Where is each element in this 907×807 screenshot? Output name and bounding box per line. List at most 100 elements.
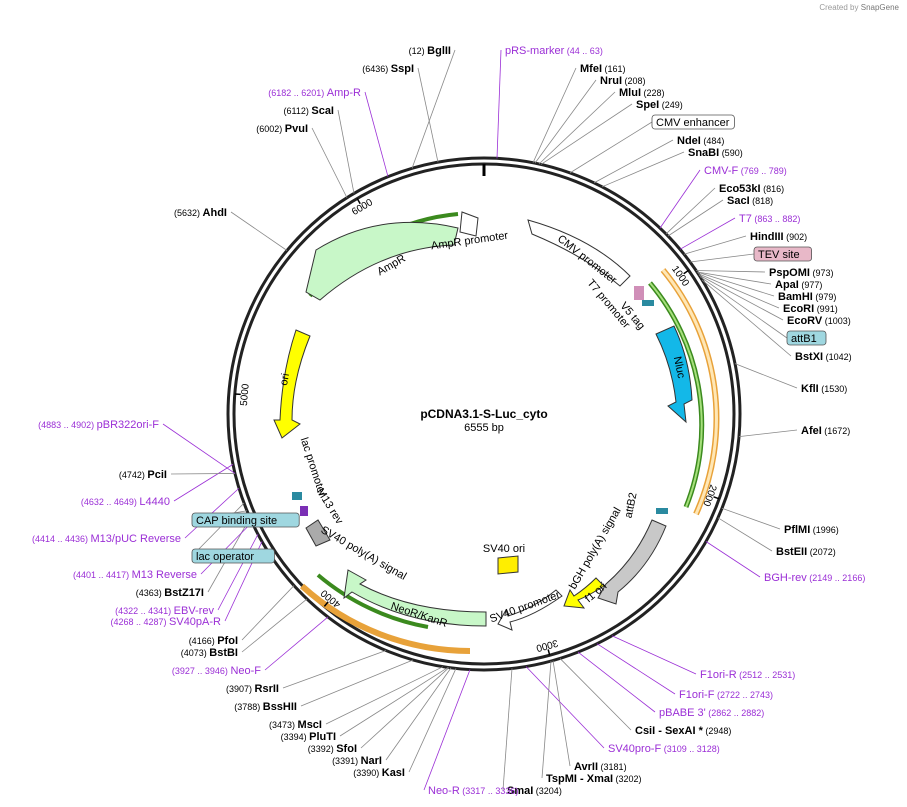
sv40-promoter-arrow[interactable] <box>497 589 563 631</box>
leader-line <box>217 534 259 611</box>
primer-label[interactable]: F1ori-F (2722 .. 2743) <box>679 689 773 701</box>
feature-box-label[interactable]: CAP binding site <box>196 515 277 527</box>
primer-label[interactable]: CMV-F (769 .. 789) <box>704 165 787 177</box>
sv40-polya-box[interactable] <box>305 519 331 547</box>
enzyme-site-label[interactable]: SmaI (3204) <box>507 785 562 797</box>
primer-label[interactable]: F1ori-R (2512 .. 2531) <box>700 669 795 681</box>
primer-label[interactable]: (4322 .. 4341) EBV-rev <box>115 605 214 617</box>
leader-line <box>423 669 471 791</box>
leader-line <box>264 616 329 671</box>
nluc-orange-track-inner <box>661 269 718 515</box>
plasmid-name: pCDNA3.1-S-Luc_cyto <box>420 407 547 421</box>
enzyme-site-label[interactable]: BstEII (2072) <box>776 546 836 558</box>
bgh-polya-box[interactable] <box>597 519 667 605</box>
sv40-ori-box[interactable] <box>497 555 519 575</box>
enzyme-site-label[interactable]: BamHI (979) <box>778 291 836 303</box>
enzyme-site-label[interactable]: AfeI (1672) <box>801 425 850 437</box>
enzyme-site-label[interactable]: AvrII (3181) <box>574 761 627 773</box>
leader-line <box>408 668 457 773</box>
enzyme-site-label[interactable]: (6002) PvuI <box>256 123 308 135</box>
leader-line <box>534 79 597 164</box>
enzyme-site-label[interactable]: (5632) AhdI <box>174 207 227 219</box>
lac-operator-mark <box>292 492 302 500</box>
leader-line <box>593 139 674 184</box>
cmv-promoter-arrow[interactable] <box>527 219 631 287</box>
feature-label-attb2: attB2 <box>623 492 640 520</box>
ampr-promoter-arrow[interactable] <box>459 211 479 237</box>
feature-box-label[interactable]: lac operator <box>196 551 254 563</box>
leader-line <box>577 651 656 713</box>
enzyme-site-label[interactable]: (4742) PciI <box>119 469 167 481</box>
leader-line <box>538 91 616 165</box>
enzyme-site-label[interactable]: (4166) PfoI <box>189 635 238 647</box>
enzyme-site-label[interactable]: (3392) SfoI <box>308 743 357 755</box>
primer-label[interactable]: BGH-rev (2149 .. 2166) <box>764 572 865 584</box>
ori-arrow[interactable] <box>273 329 311 439</box>
enzyme-site-label[interactable]: (4073) BstBI <box>181 647 238 659</box>
neo-orange-track <box>299 583 471 654</box>
enzyme-site-label[interactable]: (3394) PluTI <box>281 731 336 743</box>
leader-line <box>738 429 798 438</box>
primer-label[interactable]: pRS-marker (44 .. 63) <box>505 45 603 57</box>
enzyme-site-label[interactable]: (6436) SspI <box>362 63 414 75</box>
leader-line <box>339 667 449 737</box>
nluc-arrow[interactable] <box>655 325 693 424</box>
primer-label[interactable]: (4401 .. 4417) M13 Reverse <box>73 569 197 581</box>
enzyme-site-label[interactable]: BstXI (1042) <box>795 351 852 363</box>
primer-label[interactable]: (3927 .. 3946) Neo-F <box>172 665 261 677</box>
leader-line <box>282 650 387 689</box>
enzyme-site-label[interactable]: NdeI (484) <box>677 135 724 147</box>
primer-label[interactable]: (6182 .. 6201) Amp-R <box>268 87 361 99</box>
primer-label[interactable]: (4268 .. 4287) SV40pA-R <box>110 616 221 628</box>
feature-label-lac-promoter: lac promoter <box>298 436 328 498</box>
enzyme-site-label[interactable]: KflI (1530) <box>801 383 847 395</box>
enzyme-site-label[interactable]: (3907) RsrII <box>226 683 279 695</box>
primer-label[interactable]: Neo-R (3317 .. 3336) <box>428 785 518 797</box>
leader-line <box>200 521 253 575</box>
leader-line <box>696 271 772 285</box>
enzyme-site-label[interactable]: Eco53kI (816) <box>719 183 784 195</box>
leader-line <box>411 49 456 169</box>
feature-box-label[interactable]: TEV site <box>758 249 800 261</box>
primer-label[interactable]: (4414 .. 4436) M13/pUC Reverse <box>32 533 181 545</box>
enzyme-site-label[interactable]: HindIII (902) <box>750 231 807 243</box>
primer-label[interactable]: T7 (863 .. 882) <box>739 213 800 225</box>
feature-box-label[interactable]: CMV enhancer <box>656 117 730 129</box>
f1-ori-arrow[interactable] <box>563 577 605 609</box>
neor-arrow[interactable] <box>343 569 487 627</box>
leader-line <box>569 121 653 174</box>
leader-line <box>496 49 502 159</box>
enzyme-site-label[interactable]: (12) BglII <box>409 45 451 57</box>
enzyme-site-label[interactable]: NruI (208) <box>600 75 646 87</box>
attb2-mark <box>656 508 668 514</box>
leader-line <box>717 517 773 552</box>
enzyme-site-label[interactable]: (4363) BstZ17I <box>136 587 204 599</box>
enzyme-site-label[interactable]: (3390) KasI <box>353 767 405 779</box>
primer-label[interactable]: pBABE 3' (2862 .. 2882) <box>659 707 764 719</box>
enzyme-site-label[interactable]: TspMI - XmaI (3202) <box>546 773 642 785</box>
leader-line <box>337 109 355 194</box>
enzyme-site-label[interactable]: CsiI - SexAI * (2948) <box>635 725 731 737</box>
enzyme-site-label[interactable]: (3473) MscI <box>269 719 322 731</box>
enzyme-site-label[interactable]: PflMI (1996) <box>784 524 839 536</box>
feature-box-label[interactable]: attB1 <box>791 333 817 345</box>
enzyme-site-label[interactable]: ApaI (977) <box>775 279 822 291</box>
leader-line <box>696 271 775 297</box>
primer-label[interactable]: (4883 .. 4902) pBR322ori-F <box>38 419 159 431</box>
enzyme-site-label[interactable]: EcoRV (1003) <box>787 315 851 327</box>
leader-line <box>311 127 348 198</box>
enzyme-site-label[interactable]: SacI (818) <box>727 195 773 207</box>
enzyme-site-label[interactable]: EcoRI (991) <box>783 303 838 315</box>
enzyme-site-label[interactable]: (6112) ScaI <box>284 105 335 117</box>
feature-label-sv40-polya: SV40 poly(A) signal <box>319 524 409 583</box>
primer-label[interactable]: SV40pro-F (3109 .. 3128) <box>608 743 720 755</box>
enzyme-site-label[interactable]: PspOMI (973) <box>769 267 833 279</box>
ampr-arrow[interactable] <box>305 221 459 301</box>
primer-label[interactable]: (4632 .. 4649) L4440 <box>81 496 170 508</box>
enzyme-site-label[interactable]: SpeI (249) <box>636 99 683 111</box>
enzyme-site-label[interactable]: (3391) NarI <box>332 755 382 767</box>
enzyme-site-label[interactable]: MfeI (161) <box>580 63 626 75</box>
enzyme-site-label[interactable]: MluI (228) <box>619 87 665 99</box>
enzyme-site-label[interactable]: SnaBI (590) <box>688 147 743 159</box>
enzyme-site-label[interactable]: (3788) BssHII <box>234 701 297 713</box>
